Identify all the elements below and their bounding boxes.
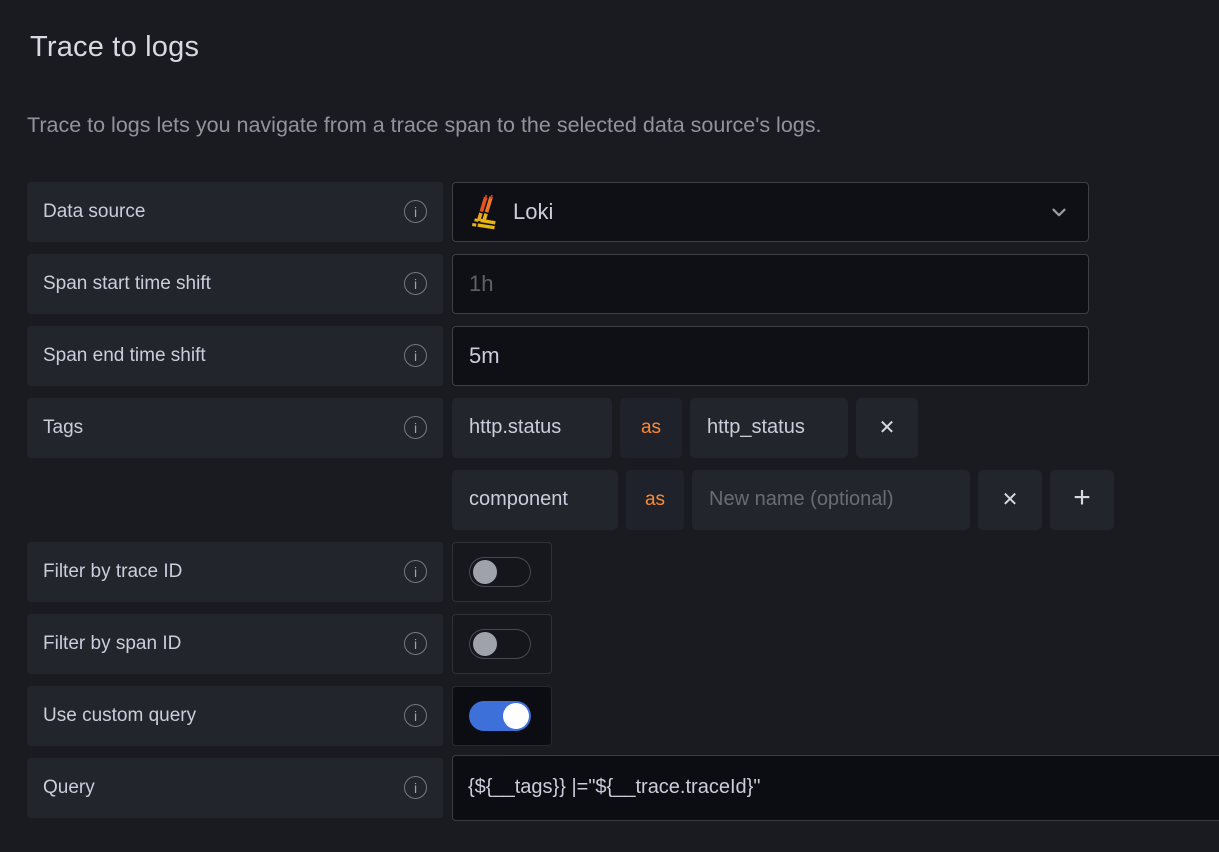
toggle-switch-off (469, 628, 531, 659)
field-label: Span start time shift (43, 272, 211, 294)
use-custom-query-row: Use custom query i (27, 685, 1219, 746)
span-end-label: Span end time shift i (27, 325, 443, 386)
custom-query-label: Use custom query i (27, 685, 443, 746)
tag-key-input[interactable] (452, 469, 618, 530)
remove-tag-button[interactable]: ✕ (856, 397, 918, 458)
span-end-time-shift-row: Span end time shift i (27, 325, 1219, 386)
page-title: Trace to logs (30, 31, 200, 63)
filter-by-trace-id-toggle[interactable] (452, 541, 552, 602)
field-label: Tags (43, 416, 84, 438)
tags-row: Tags i as ✕ (27, 397, 1219, 458)
filter-span-label: Filter by span ID i (27, 613, 443, 674)
data-source-value: Loki (513, 198, 554, 224)
field-label: Filter by span ID (43, 632, 182, 654)
page-description: Trace to logs lets you navigate from a t… (27, 112, 822, 137)
remove-tag-button[interactable]: ✕ (978, 469, 1042, 530)
field-label: Span end time shift (43, 344, 206, 366)
filter-by-trace-id-row: Filter by trace ID i (27, 541, 1219, 602)
span-start-label: Span start time shift i (27, 253, 443, 314)
data-source-label: Data source i (27, 181, 443, 242)
trace-to-logs-form: Data source i (27, 181, 1219, 821)
loki-logo-icon (471, 194, 499, 230)
info-icon[interactable]: i (404, 632, 427, 656)
span-start-time-shift-row: Span start time shift i (27, 253, 1219, 314)
filter-by-span-id-toggle[interactable] (452, 613, 552, 674)
chevron-down-icon (1048, 201, 1070, 223)
info-icon[interactable]: i (404, 704, 427, 728)
data-source-select[interactable]: Loki (452, 181, 1089, 242)
toggle-switch-off (469, 556, 531, 587)
span-end-time-shift-input[interactable] (452, 325, 1089, 386)
add-tag-button[interactable]: + (1050, 469, 1114, 530)
field-label: Data source (43, 200, 146, 222)
as-keyword-label: as (626, 469, 684, 530)
info-icon[interactable]: i (404, 344, 427, 368)
info-icon[interactable]: i (404, 272, 427, 296)
data-source-row: Data source i (27, 181, 1219, 242)
field-label: Use custom query (43, 704, 197, 726)
tag-pair: as ✕ (452, 397, 918, 458)
field-label: Filter by trace ID (43, 560, 183, 582)
trace-to-logs-settings: Trace to logs Trace to logs lets you nav… (27, 31, 1219, 821)
info-icon[interactable]: i (404, 416, 427, 440)
tag-pair: as ✕ + (452, 469, 1114, 530)
tags-row-2: as ✕ + (27, 469, 1219, 530)
query-row: Query i (27, 754, 1219, 821)
query-input[interactable] (452, 754, 1219, 821)
info-icon[interactable]: i (404, 560, 427, 584)
info-icon[interactable]: i (404, 776, 427, 800)
query-label: Query i (27, 757, 443, 818)
filter-trace-label: Filter by trace ID i (27, 541, 443, 602)
use-custom-query-toggle[interactable] (452, 685, 552, 746)
close-icon: ✕ (878, 416, 896, 439)
tag-value-input[interactable] (690, 397, 848, 458)
tags-label: Tags i (27, 397, 443, 458)
span-start-time-shift-input[interactable] (452, 253, 1089, 314)
tag-key-input[interactable] (452, 397, 612, 458)
as-keyword-label: as (620, 397, 682, 458)
info-icon[interactable]: i (404, 200, 427, 224)
filter-by-span-id-row: Filter by span ID i (27, 613, 1219, 674)
close-icon: ✕ (1001, 488, 1019, 511)
tag-value-input[interactable] (692, 469, 970, 530)
field-label: Query (43, 776, 95, 798)
toggle-switch-on (469, 700, 531, 731)
plus-icon: + (1073, 481, 1091, 515)
